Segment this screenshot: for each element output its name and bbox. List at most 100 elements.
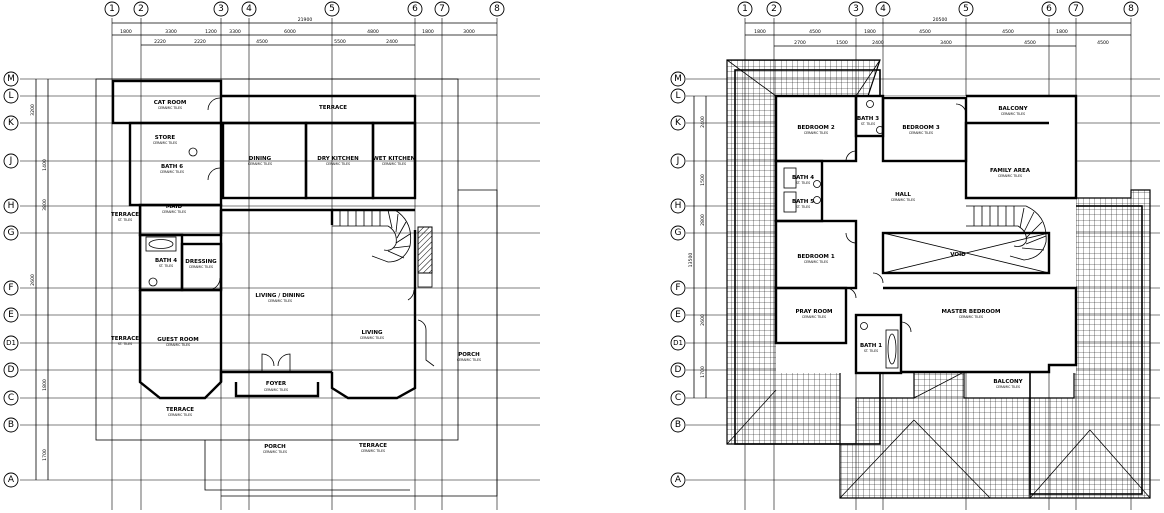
room-label: HALL	[895, 192, 911, 198]
ff-row-label: H	[675, 201, 682, 211]
ff-fixtures	[783, 100, 967, 369]
ff-walls	[774, 94, 1078, 375]
gf-row-label: H	[8, 201, 15, 211]
dim: 1500	[700, 174, 706, 186]
room-label: BATH 1	[860, 343, 882, 349]
room-label: DINING	[249, 156, 272, 162]
gf-row-label: M	[7, 74, 15, 84]
gf-row-bubbles: M L K J H G F E D1 D C B A	[3, 71, 19, 488]
dim: 2400	[386, 39, 398, 45]
room-finish: CERAMIC TILES	[959, 315, 983, 319]
dim: 2600	[30, 274, 36, 286]
room-finish: CERAMIC TILES	[326, 162, 350, 166]
room-label: LIVING / DINING	[255, 293, 305, 299]
dim: 2800	[700, 214, 706, 226]
ff-col-label: 3	[853, 4, 859, 14]
room-label: BALCONY	[993, 379, 1023, 385]
room-label: CAT ROOM	[154, 100, 187, 106]
room-finish: CERAMIC TILES	[168, 413, 192, 417]
ff-col-label: 7	[1073, 4, 1079, 14]
gf-overall-dim: 21900	[298, 17, 313, 23]
room-label: BALCONY	[998, 106, 1028, 112]
room-label: BEDROOM 2	[797, 125, 834, 131]
room-finish: CERAMIC TILES	[382, 162, 406, 166]
room-label: LIVING	[362, 330, 383, 336]
room-finish: CERAMIC TILES	[248, 162, 272, 166]
room-finish: CERAMIC TILES	[360, 336, 384, 340]
room-finish: ST. TILES	[796, 181, 810, 185]
gf-col-label: 5	[329, 4, 335, 14]
ff-row-label: G	[675, 228, 682, 238]
dim: 2220	[154, 39, 166, 45]
room-label: BATH 3	[857, 116, 879, 122]
room-finish: ST. TILES	[864, 349, 878, 353]
room-finish: CERAMIC TILES	[802, 315, 826, 319]
gf-col-label: 7	[439, 4, 445, 14]
dim: 1800	[42, 379, 48, 391]
dim: 13500	[688, 253, 694, 268]
dim: 1700	[700, 366, 706, 378]
gf-row-label: A	[8, 475, 15, 485]
ff-row-label: J	[676, 156, 680, 166]
room-finish: CERAMIC TILES	[263, 450, 287, 454]
room-label: DRESSING	[185, 259, 217, 265]
room-finish: CERAMIC TILES	[166, 343, 190, 347]
ff-col-label: 2	[771, 4, 777, 14]
dim: 4500	[256, 39, 268, 45]
gf-col-label: 2	[138, 4, 144, 14]
room-finish: CERAMIC TILES	[162, 210, 186, 214]
ff-row-label: K	[675, 118, 682, 128]
dim: 3300	[165, 29, 177, 35]
ff-row-label: B	[675, 420, 681, 430]
room-label: VOID	[950, 252, 966, 258]
dim: 1800	[1056, 29, 1068, 35]
gf-row-label: E	[8, 310, 14, 320]
ff-room-labels: BEDROOM 2 CERAMIC TILES BATH 3 ST. TILES…	[792, 106, 1031, 389]
room-label: MAID	[166, 204, 183, 210]
gf-col-label: 6	[412, 4, 418, 14]
room-label: WET KITCHEN	[373, 156, 416, 162]
gf-col-label: 4	[246, 4, 252, 14]
ff-row-label: M	[674, 74, 682, 84]
room-finish: CERAMIC TILES	[457, 358, 481, 362]
room-finish: CERAMIC TILES	[189, 265, 213, 269]
room-label: MASTER BEDROOM	[942, 309, 1001, 315]
ff-row-label: D1	[673, 339, 683, 347]
gf-row-label: F	[8, 283, 13, 293]
room-finish: CERAMIC TILES	[891, 198, 915, 202]
dim: 1800	[754, 29, 766, 35]
ff-row-label: L	[675, 91, 680, 101]
dim: 5500	[334, 39, 346, 45]
room-finish: CERAMIC TILES	[804, 131, 828, 135]
ff-column-bubbles: 1 2 3 4 5 6 7 8	[737, 1, 1139, 17]
gf-dimensions: 21900 1800 3300 1200 3300 6000 4800 1800…	[30, 17, 497, 480]
room-finish: ST. TILES	[118, 218, 132, 222]
dim: 3400	[940, 40, 952, 46]
room-finish: ST. TILES	[861, 122, 875, 126]
dim: 2400	[872, 40, 884, 46]
dim: 2400	[700, 116, 706, 128]
room-label: BEDROOM 1	[797, 254, 834, 260]
gf-col-label: 3	[218, 4, 224, 14]
dim: 2220	[194, 39, 206, 45]
dim: 1700	[42, 449, 48, 461]
room-label: TERRACE	[111, 336, 139, 342]
ff-col-label: 6	[1046, 4, 1052, 14]
ff-row-bubbles: M L K J H G F E D1 D C B A	[670, 71, 686, 488]
room-finish: CERAMIC TILES	[1001, 112, 1025, 116]
gf-fixtures	[145, 97, 435, 372]
dim: 3800	[42, 199, 48, 211]
room-finish: CERAMIC TILES	[996, 385, 1020, 389]
ff-overall-dim: 20500	[933, 17, 948, 23]
dim: 2600	[700, 314, 706, 326]
ff-col-label: 1	[742, 4, 748, 14]
dim: 2700	[794, 40, 806, 46]
gf-staircase	[332, 209, 433, 288]
room-finish: ST. TILES	[118, 342, 132, 346]
dim: 3200	[30, 104, 36, 116]
dim: 1800	[864, 29, 876, 35]
ff-col-label: 8	[1128, 4, 1134, 14]
gf-row-label: D	[8, 365, 15, 375]
room-label: BATH 5	[792, 199, 814, 205]
room-finish: CERAMIC TILES	[268, 299, 292, 303]
